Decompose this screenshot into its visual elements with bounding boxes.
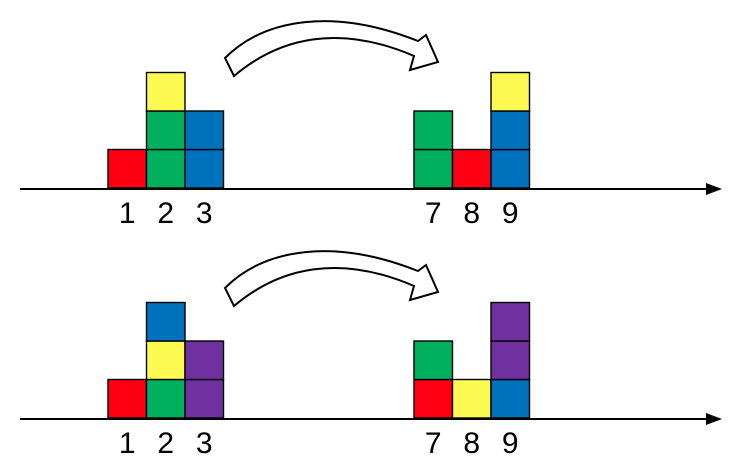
curved-arrow-icon (223, 250, 440, 308)
position-label: 2 (157, 197, 174, 230)
position-label: 7 (425, 427, 442, 460)
block-purple (490, 301, 531, 342)
position-label: 1 (119, 427, 136, 460)
block-yellow (451, 378, 492, 419)
block-blue (490, 378, 531, 419)
block-green (145, 110, 186, 151)
block-blue (490, 148, 531, 189)
block-blue (490, 110, 531, 151)
block-red (107, 378, 148, 419)
block-red (107, 148, 148, 189)
block-green (413, 110, 454, 151)
position-label: 3 (196, 197, 213, 230)
block-blue (184, 148, 225, 189)
block-red (413, 378, 454, 419)
number-line-arrowhead-icon (706, 183, 722, 195)
block-green (413, 148, 454, 189)
position-label: 9 (502, 197, 519, 230)
position-label: 7 (425, 197, 442, 230)
position-label: 8 (463, 197, 480, 230)
position-label: 1 (119, 197, 136, 230)
block-green (145, 148, 186, 189)
block-blue (184, 110, 225, 151)
block-purple (184, 340, 225, 381)
block-yellow (490, 71, 531, 112)
number-line-arrowhead-icon (706, 413, 722, 425)
block-yellow (145, 71, 186, 112)
position-label: 9 (502, 427, 519, 460)
block-purple (490, 340, 531, 381)
position-label: 3 (196, 427, 213, 460)
block-red (451, 148, 492, 189)
block-purple (184, 378, 225, 419)
block-blue (145, 301, 186, 342)
block-green (413, 340, 454, 381)
block-yellow (145, 340, 186, 381)
curved-arrow-icon (223, 20, 440, 78)
position-label: 2 (157, 427, 174, 460)
block-green (145, 378, 186, 419)
blocks-top (107, 71, 531, 189)
position-label: 8 (463, 427, 480, 460)
blocks-bottom (107, 301, 531, 419)
